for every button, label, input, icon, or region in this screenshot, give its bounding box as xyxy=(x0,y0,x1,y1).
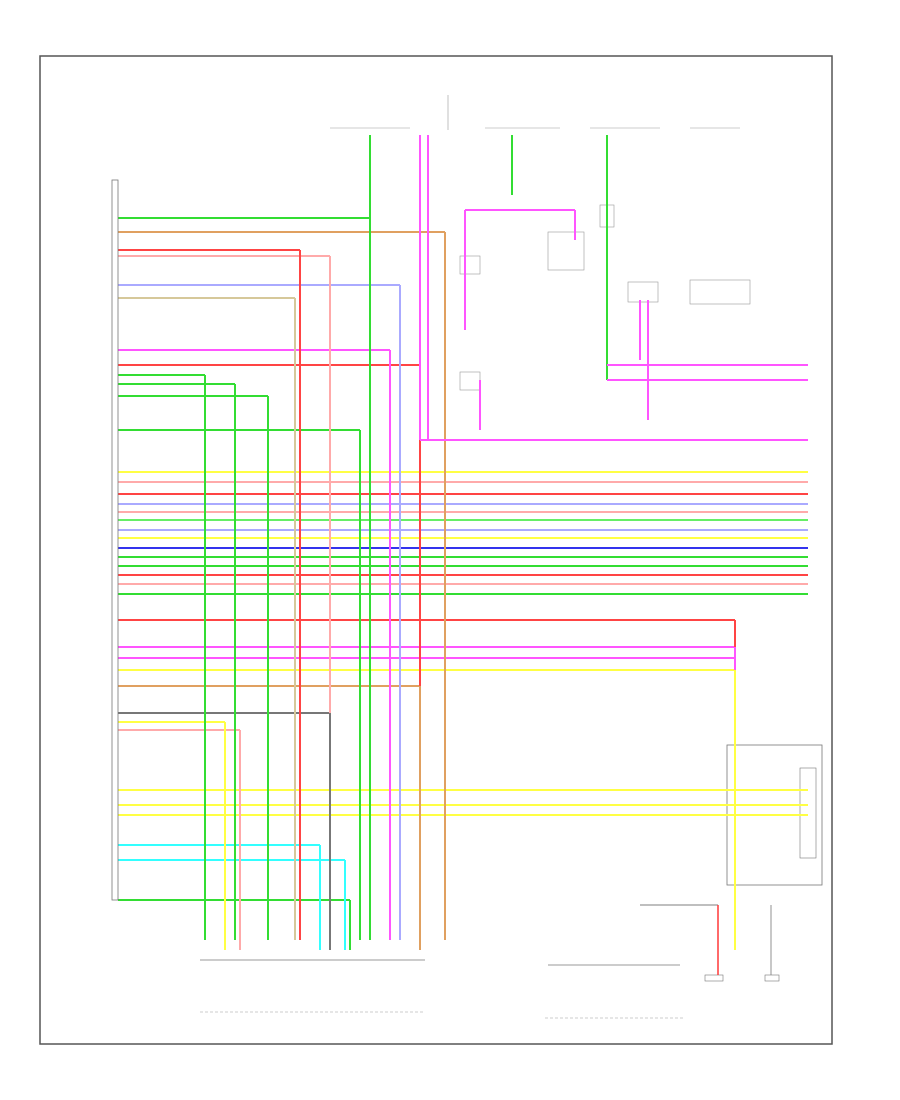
diagram-frame xyxy=(39,55,833,1045)
left-connector xyxy=(111,179,119,901)
magenta-harness xyxy=(420,209,808,441)
bottom-left-connector xyxy=(200,959,425,1013)
bottom-right-connector xyxy=(545,904,780,1019)
vertical-wire-group xyxy=(204,135,808,950)
